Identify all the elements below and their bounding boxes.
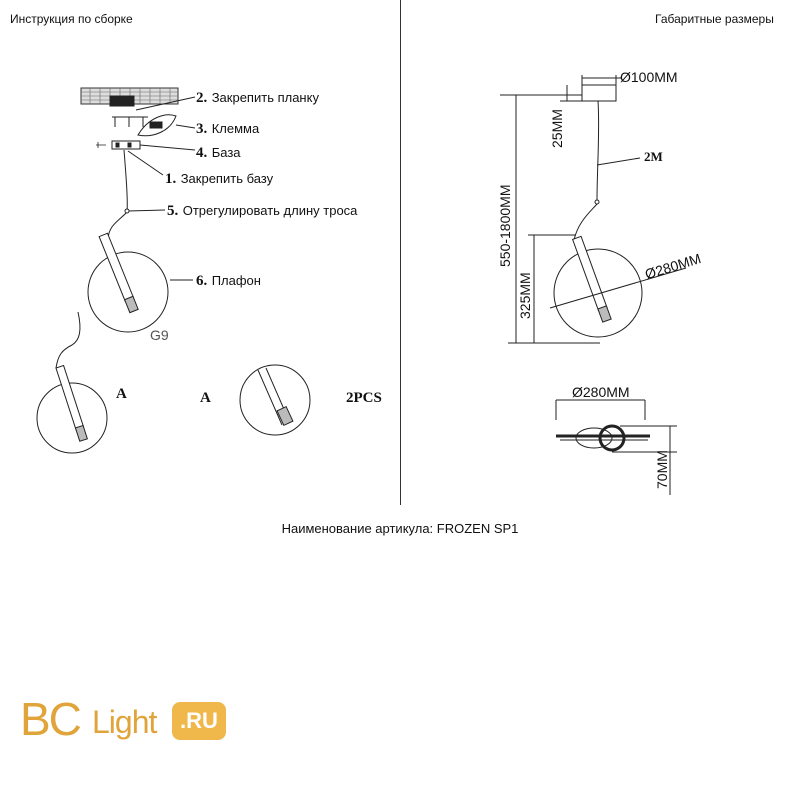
terminal-block xyxy=(137,114,177,137)
dimension-drawing xyxy=(500,75,687,495)
mounting-bar xyxy=(112,116,148,127)
canopy-diameter: Ø100MM xyxy=(620,69,678,85)
step-2-number: 2. xyxy=(196,90,208,106)
dimensions-header: Габаритные размеры xyxy=(655,12,774,26)
step-2: 2. Закрепить планку xyxy=(196,89,319,107)
view-a-pendant xyxy=(36,311,108,454)
step-1-number: 1. xyxy=(165,171,177,187)
logo-light: Light xyxy=(92,704,157,740)
socket-label: G9 xyxy=(150,327,169,343)
step-3-number: 3. xyxy=(196,121,208,137)
article-name: Наименование артикула: FROZEN SP1 xyxy=(281,521,519,536)
step-6-number: 6. xyxy=(196,273,208,289)
top-view-diameter: Ø280MM xyxy=(572,384,630,400)
logo-bc: BC xyxy=(20,693,82,745)
canopy-height: 25MM xyxy=(549,109,565,148)
shade-height: 325MM xyxy=(517,272,533,319)
cable-length: 2M xyxy=(644,149,663,164)
step-6-label: Плафон xyxy=(211,273,261,288)
shade-globe xyxy=(87,251,169,333)
pcs-label: 2PCS xyxy=(346,390,382,406)
step-4-label: База xyxy=(211,145,241,160)
ceiling-mounting-bar xyxy=(80,87,179,107)
canopy-base xyxy=(96,140,141,150)
step-5-label: Отрегулировать длину троса xyxy=(182,203,358,218)
assembly-header: Инструкция по сборке xyxy=(10,12,133,26)
step-6: 6. Плафон xyxy=(196,272,261,290)
step-1-label: Закрепить базу xyxy=(180,171,274,186)
divider xyxy=(400,0,401,505)
step-5-number: 5. xyxy=(167,203,179,219)
view-a-label-2: A xyxy=(200,390,211,406)
lamp-rod xyxy=(98,232,139,314)
step-3: 3. Клемма xyxy=(196,120,259,138)
step-5: 5. Отрегулировать длину троса xyxy=(167,202,357,220)
overall-height: 550-1800MM xyxy=(497,184,513,268)
assembly-drawing xyxy=(36,75,687,495)
view-a-detail xyxy=(239,364,311,436)
step-1: 1. Закрепить базу xyxy=(165,170,273,188)
step-4-number: 4. xyxy=(196,145,208,161)
view-a-label-1: A xyxy=(116,386,127,402)
top-view-depth: 70MM xyxy=(654,450,670,489)
step-2-label: Закрепить планку xyxy=(211,90,319,105)
step-3-label: Клемма xyxy=(211,121,260,136)
step-4: 4. База xyxy=(196,144,241,162)
logo-ru: .RU xyxy=(172,702,226,740)
